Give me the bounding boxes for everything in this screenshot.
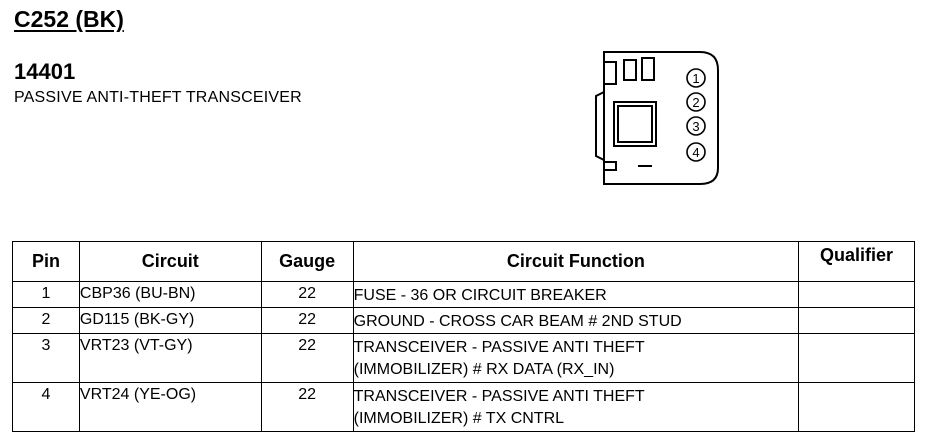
function-line: (IMMOBILIZER) # RX DATA (RX_IN)	[353, 361, 615, 378]
pin-4-label: 4	[692, 145, 699, 160]
pin-2-label: 2	[692, 95, 699, 110]
pin-cell: 4	[12, 382, 80, 432]
circuit-cell: CBP36 (BU-BN)	[78, 281, 262, 308]
connector-latch-outline	[595, 91, 605, 161]
pin-labels: 1 2 3 4	[686, 68, 706, 162]
header-pin: Pin	[12, 241, 80, 282]
qualifier-cell	[798, 281, 915, 308]
function-line: (IMMOBILIZER) # TX CNTRL	[353, 410, 565, 427]
function-cell: FUSE - 36 OR CIRCUIT BREAKER	[352, 281, 800, 308]
circuit-cell: VRT23 (VT-GY)	[78, 333, 262, 383]
part-number: 14401	[14, 59, 76, 84]
pin-4-marker: 4	[686, 142, 706, 162]
header-gauge: Gauge	[260, 241, 354, 282]
qualifier-cell	[798, 382, 915, 432]
function-line: TRANSCEIVER - PASSIVE ANTI THEFT	[353, 339, 645, 356]
gauge-cell: 22	[260, 307, 354, 334]
gauge-cell: 22	[260, 281, 354, 308]
table-row: 3 VRT23 (VT-GY) 22 TRANSCEIVER - PASSIVE…	[12, 333, 915, 383]
pin-cell: 2	[12, 307, 80, 334]
gauge-cell: 22	[260, 382, 354, 432]
pin-cell: 1	[12, 281, 80, 308]
function-line: GROUND - CROSS CAR BEAM # 2ND STUD	[353, 313, 682, 330]
connector-housing-outline	[603, 51, 719, 185]
header-qualifier: Qualifier	[798, 241, 915, 282]
pin-1-label: 1	[692, 71, 699, 86]
pin-2-marker: 2	[686, 92, 706, 112]
function-line: FUSE - 36 OR CIRCUIT BREAKER	[353, 287, 607, 304]
circuit-cell: VRT24 (YE-OG)	[78, 382, 262, 432]
header-circuit-function: Circuit Function	[352, 241, 800, 282]
function-cell: TRANSCEIVER - PASSIVE ANTI THEFT (IMMOBI…	[352, 382, 800, 432]
table-row: 4 VRT24 (YE-OG) 22 TRANSCEIVER - PASSIVE…	[12, 382, 915, 432]
connector-lock-tab	[613, 101, 657, 147]
pin-1-marker: 1	[686, 68, 706, 88]
pin-3-label: 3	[692, 119, 699, 134]
part-description: PASSIVE ANTI-THEFT TRANSCEIVER	[14, 89, 302, 106]
function-line: TRANSCEIVER - PASSIVE ANTI THEFT	[353, 388, 645, 405]
function-cell: GROUND - CROSS CAR BEAM # 2ND STUD	[352, 307, 800, 334]
table-row: 1 CBP36 (BU-BN) 22 FUSE - 36 OR CIRCUIT …	[12, 281, 915, 308]
header-circuit: Circuit	[78, 241, 262, 282]
pin-3-marker: 3	[686, 116, 706, 136]
pinout-table: Pin Circuit Gauge Circuit Function Quali…	[12, 241, 915, 432]
table-header-row: Pin Circuit Gauge Circuit Function Quali…	[12, 241, 915, 282]
qualifier-cell	[798, 307, 915, 334]
qualifier-cell	[798, 333, 915, 383]
table-row: 2 GD115 (BK-GY) 22 GROUND - CROSS CAR BE…	[12, 307, 915, 334]
connector-face-diagram: 1 2 3 4	[595, 51, 719, 185]
gauge-cell: 22	[260, 333, 354, 383]
pin-cell: 3	[12, 333, 80, 383]
function-cell: TRANSCEIVER - PASSIVE ANTI THEFT (IMMOBI…	[352, 333, 800, 383]
connector-id: C252 (BK)	[14, 6, 124, 32]
circuit-cell: GD115 (BK-GY)	[78, 307, 262, 334]
